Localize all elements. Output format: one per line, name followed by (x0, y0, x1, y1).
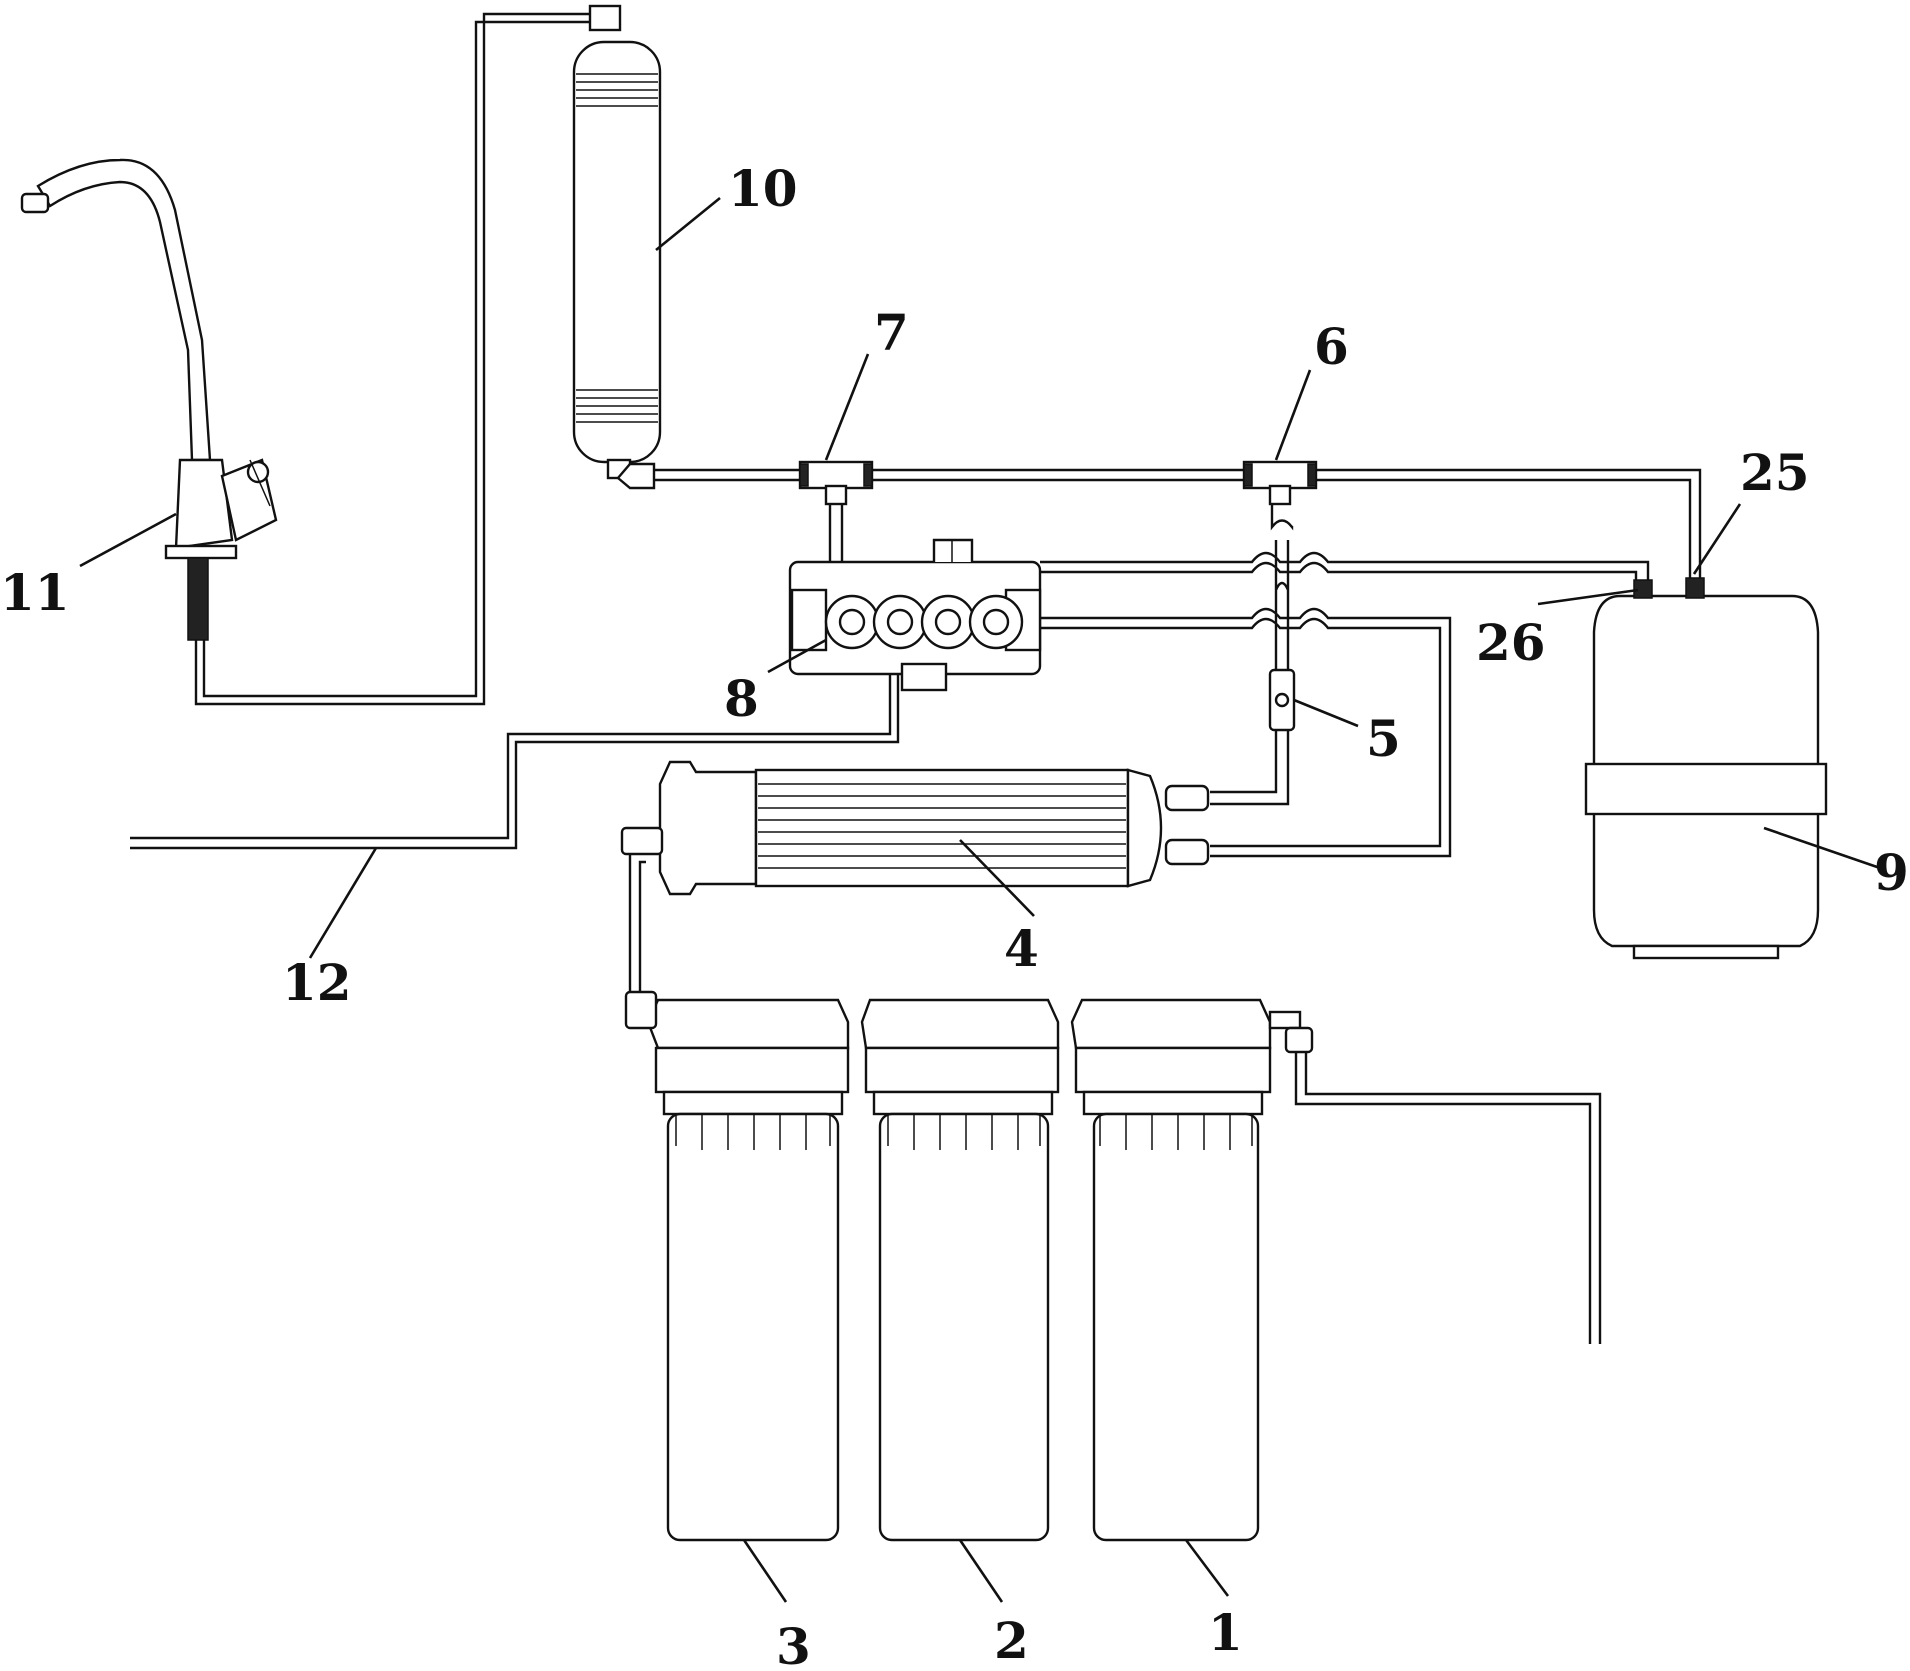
tee-6-body (1242, 460, 1318, 490)
prefilter-housing-2 (860, 998, 1060, 1542)
pipe-prefilter-to-membrane (628, 850, 646, 992)
prefilter-1-cap (1074, 1046, 1272, 1094)
prefilter-1-bowl (1092, 1112, 1260, 1542)
pipe-faucet-to-filter-10 (194, 12, 592, 706)
label-6: 6 (1314, 317, 1349, 376)
faucet-base (164, 544, 238, 560)
label-8: 8 (724, 669, 759, 728)
label-3: 3 (776, 1617, 811, 1671)
label-9: 9 (1874, 843, 1909, 902)
leader-lines (79, 196, 1881, 1603)
label-7: 7 (874, 303, 909, 362)
valve-drain-port (900, 662, 948, 692)
membrane-outlet-concentrate (1164, 838, 1210, 866)
reference-labels: 1 2 3 4 5 6 7 8 9 10 11 12 25 26 (0, 159, 1909, 1671)
faucet (20, 158, 278, 641)
label-2: 2 (994, 1611, 1029, 1670)
pipe-valve-8-to-tank-26 (1040, 551, 1650, 580)
faucet-nozzle (20, 192, 50, 214)
post-filter-cartridge (572, 4, 662, 490)
label-10: 10 (728, 159, 798, 218)
tee-fitting-7 (798, 460, 874, 506)
valve-assembly (788, 538, 1042, 692)
prefilter-housing-3 (646, 998, 850, 1542)
faucet-shank (187, 557, 209, 641)
post-filter-body (572, 40, 662, 464)
pipe-top-main-line (654, 468, 1702, 578)
label-12: 12 (282, 953, 352, 1012)
pipe-valve-8-to-membrane (1040, 607, 1452, 858)
membrane-body (754, 768, 1130, 888)
tank-port-26 (1633, 579, 1653, 599)
tank-port-25 (1685, 577, 1705, 599)
label-26: 26 (1476, 613, 1546, 672)
membrane-cap (658, 760, 758, 896)
ro-membrane-housing (620, 760, 1210, 896)
prefilter-2-cap (864, 1046, 1060, 1094)
prefilter-3-elbow (624, 990, 658, 1030)
prefilter-3-cap (654, 1046, 850, 1094)
prefilter-2-bowl (878, 1112, 1050, 1542)
faucet-body (174, 458, 234, 550)
valve-side-cap-left (790, 588, 828, 652)
tee-fitting-6 (1242, 460, 1318, 506)
faucet-spout (36, 158, 212, 462)
pipe-water-inlet (1294, 1048, 1602, 1344)
post-filter-top-fitting (588, 4, 622, 32)
pressure-tank (1584, 577, 1828, 960)
tank-band (1584, 762, 1828, 816)
prefilter-housings (624, 990, 1314, 1542)
prefilter-1-inlet-elbow (1284, 1026, 1314, 1054)
tee-7-body (798, 460, 874, 490)
pipe-drain (130, 674, 900, 850)
membrane-outlet-permeate (1164, 784, 1210, 812)
label-11: 11 (0, 563, 70, 622)
flow-restrictor (1268, 668, 1296, 732)
prefilter-3-bowl (666, 1112, 840, 1542)
label-1: 1 (1208, 1603, 1243, 1662)
pipe-tee-6-to-membrane (1210, 488, 1294, 806)
label-5: 5 (1366, 709, 1401, 768)
membrane-inlet-elbow (620, 826, 664, 856)
label-25: 25 (1740, 443, 1810, 502)
prefilter-housing-1 (1070, 998, 1272, 1542)
tank-base (1632, 944, 1780, 960)
label-4: 4 (1004, 919, 1039, 978)
